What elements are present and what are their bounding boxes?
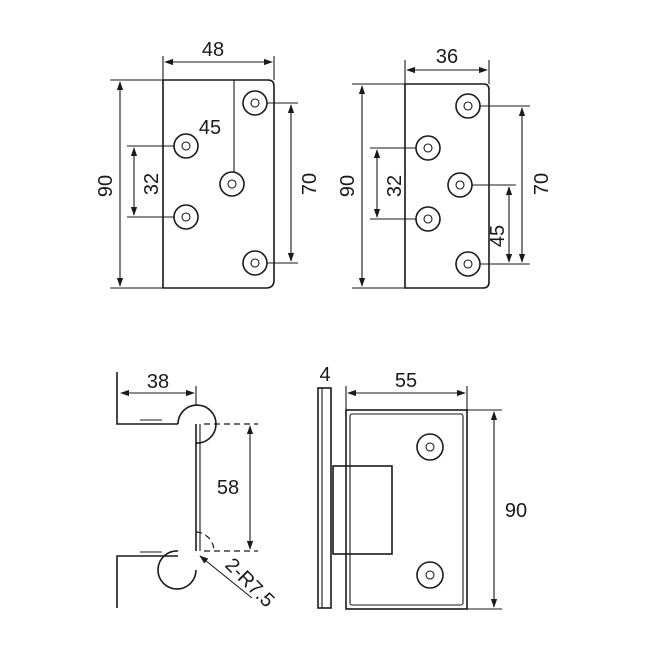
hole [447,172,473,198]
dim-offset-label: 45 [199,117,221,139]
hole [242,250,268,276]
dim-hole-spacing-label: 32 [384,175,406,197]
dim-right-spacing-label: 70 [299,173,321,195]
dim-width-label: 36 [436,46,458,68]
dim-width-label: 38 [147,371,169,393]
main-plate [345,409,468,610]
knuckle-lower [157,550,197,590]
dim-height-label: 90 [505,500,527,522]
hole [415,135,441,161]
dim-height-label: 90 [95,175,117,197]
plate-outline [404,83,490,289]
dim-hole-spacing-label: 32 [141,173,163,195]
hole [416,433,444,461]
plate-outline [162,79,275,289]
dim-width-label: 55 [395,370,417,392]
dim-height-label: 90 [337,175,359,197]
hole [173,204,199,230]
hole [416,561,444,589]
dim-thickness-label: 4 [319,364,330,386]
profile-lower [116,555,178,608]
hole [219,171,245,197]
dim-right-spacing-label: 70 [531,173,553,195]
view-bottom-right: 4 55 90 [317,364,527,610]
hinge-block [332,465,393,555]
hole [455,93,481,119]
hole [455,251,481,277]
dim-offset-label: 45 [487,225,509,247]
hole [415,206,441,232]
hole [242,90,268,116]
dim-width-label: 48 [202,39,224,61]
radius-label: 2-R7.5 [220,554,278,612]
profile-upper [116,372,178,425]
radius-leader [199,555,253,599]
view-bottom-left: 38 58 2-R7.5 [116,371,278,612]
view-top-left: 48 90 32 45 70 [95,39,321,289]
view-top-right: 36 90 32 70 45 [337,46,553,289]
dim-height-label: 58 [217,477,239,499]
side-leaf [317,387,332,609]
hole [173,133,199,159]
